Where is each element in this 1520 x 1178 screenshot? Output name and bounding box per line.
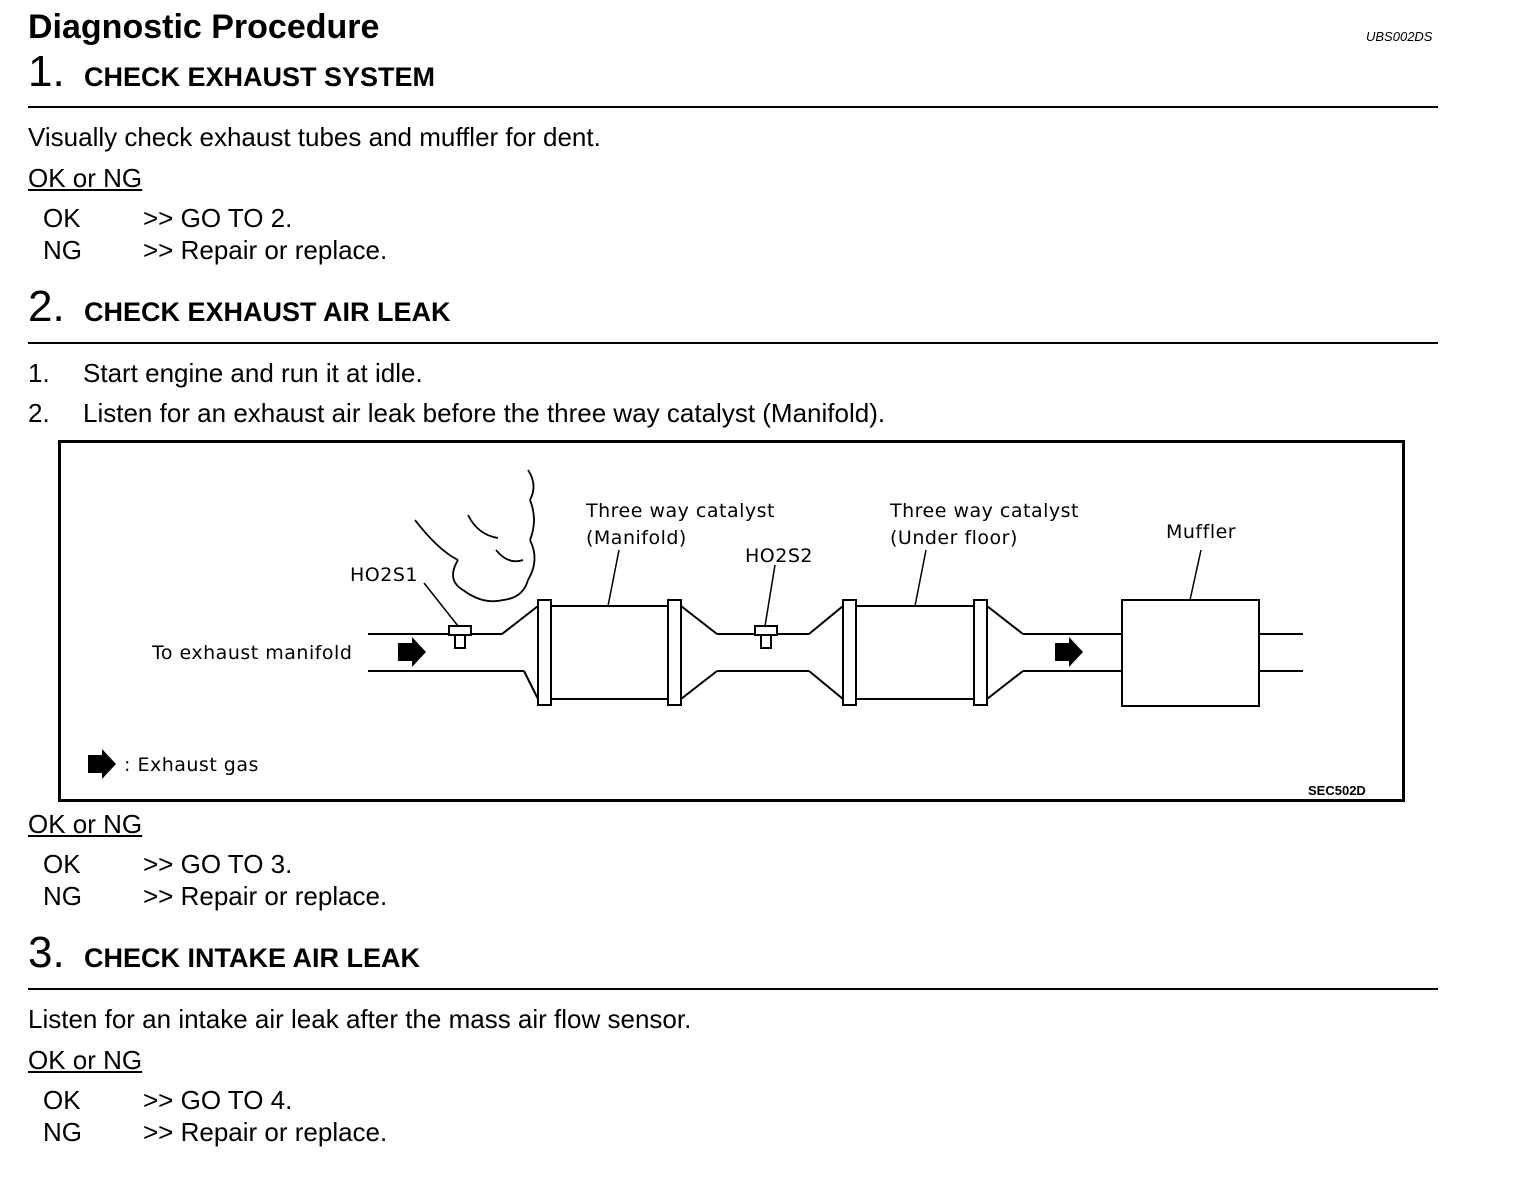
- catalyst-2-inlet-flange: [842, 599, 857, 706]
- exhaust-flow-arrow-icon: [398, 637, 426, 667]
- exhaust-leak-smoke-icon: [414, 469, 536, 603]
- step-2-result-label: OK or NG: [28, 809, 143, 839]
- ho2s1-sensor-icon: [448, 625, 472, 649]
- step-2-ng-label: NG: [43, 881, 82, 911]
- muffler-label: Muffler: [1166, 521, 1236, 543]
- step-1-ok-action: >> GO TO 2.: [143, 203, 293, 233]
- diagram-frame: [58, 440, 1405, 802]
- step-3-ng-label: NG: [43, 1117, 82, 1147]
- exhaust-system-diagram: To exhaust manifold HO2S1 HO2S2 Three wa…: [58, 440, 1405, 802]
- catalyst-2-sublabel: (Under floor): [890, 527, 1018, 549]
- step-2-ok-label: OK: [43, 849, 81, 879]
- catalyst-1-label: Three way catalyst: [585, 500, 775, 522]
- document-id: UBS002DS: [1366, 29, 1433, 44]
- step-3-heading: CHECK INTAKE AIR LEAK: [84, 943, 420, 973]
- step-1-heading: CHECK EXHAUST SYSTEM: [84, 62, 436, 92]
- substep-number: 1.: [28, 358, 50, 388]
- step-2-ng-action: >> Repair or replace.: [143, 881, 388, 911]
- step-1-ng-label: NG: [43, 235, 82, 265]
- muffler-body: [1121, 599, 1260, 707]
- step-3-result-label: OK or NG: [28, 1045, 143, 1075]
- ho2s2-sensor-icon: [754, 625, 778, 649]
- catalyst-2-body: [855, 605, 975, 700]
- catalyst-2-outlet-flange: [973, 599, 988, 706]
- ho2s2-label: HO2S2: [745, 545, 813, 567]
- step-1-ng-action: >> Repair or replace.: [143, 235, 388, 265]
- legend-label: : Exhaust gas: [124, 754, 259, 776]
- step-3-text: Listen for an intake air leak after the …: [28, 1004, 692, 1034]
- step-1-divider: [28, 106, 1438, 108]
- catalyst-1-inlet-flange: [537, 599, 552, 706]
- step-2-heading: CHECK EXHAUST AIR LEAK: [84, 297, 451, 327]
- substep-number: 2.: [28, 398, 50, 428]
- substep-text: Listen for an exhaust air leak before th…: [83, 398, 886, 428]
- step-1-result-label: OK or NG: [28, 163, 143, 193]
- substep-text: Start engine and run it at idle.: [83, 358, 423, 388]
- step-3-ok-action: >> GO TO 4.: [143, 1085, 293, 1115]
- ho2s1-label: HO2S1: [350, 564, 418, 586]
- step-1-ok-label: OK: [43, 203, 81, 233]
- step-1-number: 1.: [28, 47, 65, 96]
- figure-id: SEC502D: [1308, 783, 1366, 798]
- catalyst-1-body: [550, 605, 669, 700]
- step-2-number: 2.: [28, 282, 65, 331]
- exhaust-flow-arrow-icon: [1055, 637, 1083, 667]
- inlet-label: To exhaust manifold: [151, 642, 352, 664]
- catalyst-1-outlet-flange: [667, 599, 682, 706]
- catalyst-1-sublabel: (Manifold): [586, 527, 687, 549]
- step-3-divider: [28, 988, 1438, 990]
- step-2-divider: [28, 342, 1438, 344]
- catalyst-2-label: Three way catalyst: [889, 500, 1079, 522]
- step-2-ok-action: >> GO TO 3.: [143, 849, 293, 879]
- legend-arrow-icon: [88, 749, 116, 779]
- step-3-ng-action: >> Repair or replace.: [143, 1117, 388, 1147]
- step-3-number: 3.: [28, 928, 65, 977]
- step-3-ok-label: OK: [43, 1085, 81, 1115]
- step-1-text: Visually check exhaust tubes and muffler…: [28, 122, 601, 152]
- page-title: Diagnostic Procedure: [28, 8, 380, 46]
